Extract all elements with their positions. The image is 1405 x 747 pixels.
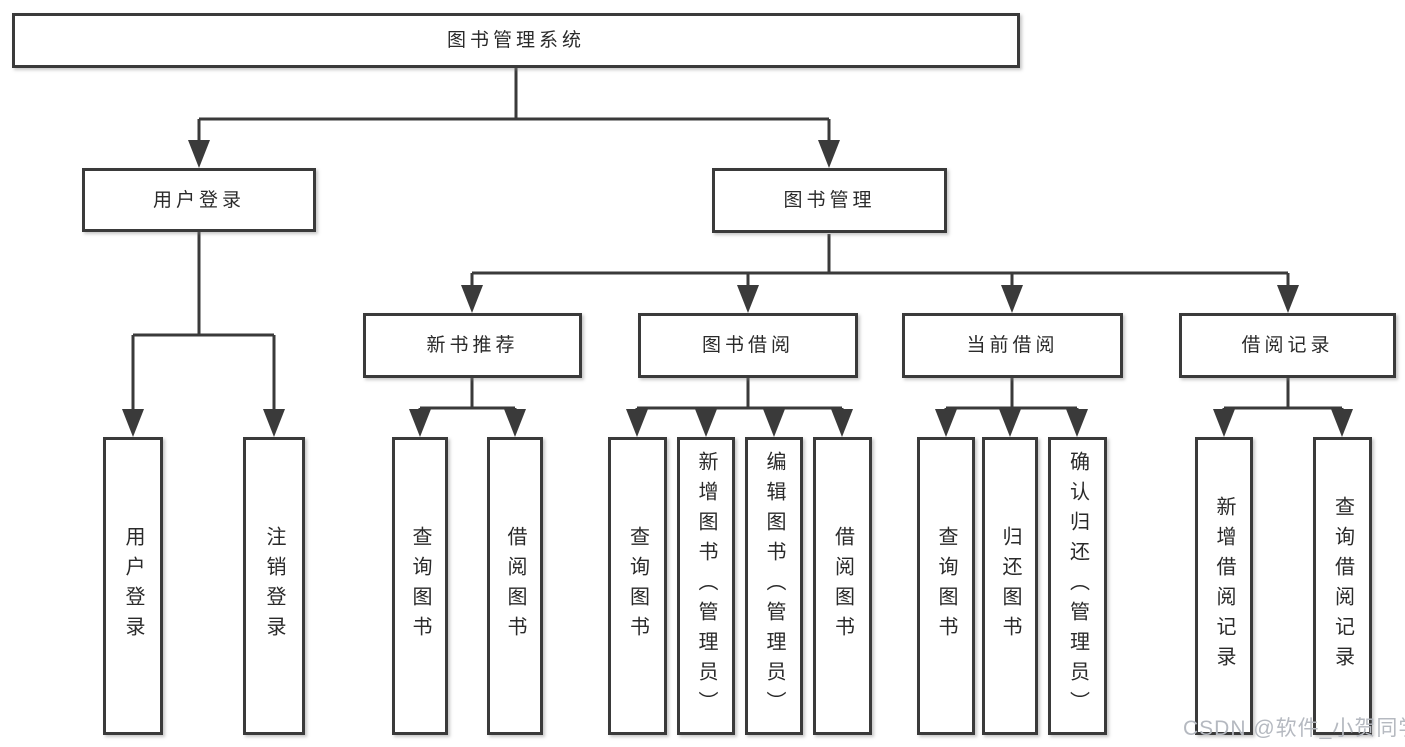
leaf-return-books-label: 归还图书 (999, 526, 1021, 646)
arrow-down-icon (1331, 409, 1353, 437)
arrow-down-icon (122, 409, 144, 437)
leaf-query-books-borrowing-label: 查询图书 (626, 526, 649, 646)
arrow-down-icon (695, 409, 717, 437)
arrow-down-icon (818, 140, 840, 168)
leaf-user-login: 用户登录 (103, 437, 163, 735)
leaf-confirm-return-admin-label: 确认归还（管理员） (1066, 451, 1089, 721)
node-current-borrowing-label: 当前借阅 (966, 335, 1059, 356)
leaf-query-books-recommend: 查询图书 (392, 437, 448, 735)
arrow-down-icon (188, 140, 210, 168)
leaf-edit-book-admin: 编辑图书（管理员） (745, 437, 803, 735)
leaf-query-books-current: 查询图书 (917, 437, 975, 735)
leaf-return-books: 归还图书 (982, 437, 1038, 735)
node-book-borrowing: 图书借阅 (638, 313, 858, 378)
node-library-management-system-label: 图书管理系统 (446, 30, 585, 51)
connector-user-login-children (122, 232, 285, 437)
node-new-book-recommendation-label: 新书推荐 (426, 335, 519, 356)
leaf-query-books-borrowing: 查询图书 (608, 437, 667, 735)
leaf-add-book-admin-label: 新增图书（管理员） (695, 451, 717, 721)
leaf-confirm-return-admin: 确认归还（管理员） (1048, 437, 1107, 735)
connector-root-to-level2 (188, 68, 840, 168)
connector-book-management-children (461, 234, 1299, 313)
leaf-add-borrow-record-label: 新增借阅记录 (1213, 496, 1235, 676)
leaf-add-borrow-record: 新增借阅记录 (1195, 437, 1253, 735)
csdn-watermark: CSDN @软件_小贺同学 (1183, 717, 1405, 740)
leaf-borrow-books-recommend: 借阅图书 (487, 437, 543, 735)
node-new-book-recommendation: 新书推荐 (363, 313, 582, 378)
leaf-query-books-current-label: 查询图书 (935, 526, 957, 646)
node-book-management: 图书管理 (712, 168, 947, 233)
leaf-user-login-label: 用户登录 (122, 526, 144, 646)
arrow-down-icon (737, 285, 759, 313)
arrow-down-icon (1277, 285, 1299, 313)
node-book-management-label: 图书管理 (783, 190, 876, 211)
leaf-logout: 注销登录 (243, 437, 305, 735)
connector-book-borrow-children (626, 378, 853, 437)
arrow-down-icon (1066, 409, 1088, 437)
node-user-login-group-label: 用户登录 (152, 189, 245, 211)
node-current-borrowing: 当前借阅 (902, 313, 1123, 378)
connector-new-book-children (409, 378, 526, 437)
node-borrowing-records-label: 借阅记录 (1241, 335, 1334, 356)
leaf-borrow-books-label: 借阅图书 (831, 526, 854, 646)
leaf-edit-book-admin-label: 编辑图书（管理员） (763, 451, 785, 721)
arrow-down-icon (1213, 409, 1235, 437)
arrow-down-icon (461, 285, 483, 313)
leaf-borrow-books-recommend-label: 借阅图书 (504, 526, 526, 646)
connector-borrow-record-children (1213, 378, 1353, 437)
leaf-query-borrow-record-label: 查询借阅记录 (1331, 496, 1354, 676)
connector-current-borrow-children (935, 378, 1088, 437)
node-user-login-group: 用户登录 (82, 168, 316, 232)
arrow-down-icon (763, 409, 785, 437)
leaf-add-book-admin: 新增图书（管理员） (677, 437, 735, 735)
arrow-down-icon (409, 409, 431, 437)
arrow-down-icon (504, 409, 526, 437)
arrow-down-icon (1001, 285, 1023, 313)
leaf-borrow-books: 借阅图书 (813, 437, 872, 735)
arrow-down-icon (935, 409, 957, 437)
node-library-management-system: 图书管理系统 (12, 13, 1020, 68)
arrow-down-icon (999, 409, 1021, 437)
leaf-query-books-recommend-label: 查询图书 (409, 526, 431, 646)
node-book-borrowing-label: 图书借阅 (701, 335, 794, 356)
arrow-down-icon (263, 409, 285, 437)
leaf-query-borrow-record: 查询借阅记录 (1313, 437, 1372, 735)
arrow-down-icon (831, 409, 853, 437)
arrow-down-icon (626, 409, 648, 437)
leaf-logout-label: 注销登录 (263, 526, 285, 646)
node-borrowing-records: 借阅记录 (1179, 313, 1396, 378)
